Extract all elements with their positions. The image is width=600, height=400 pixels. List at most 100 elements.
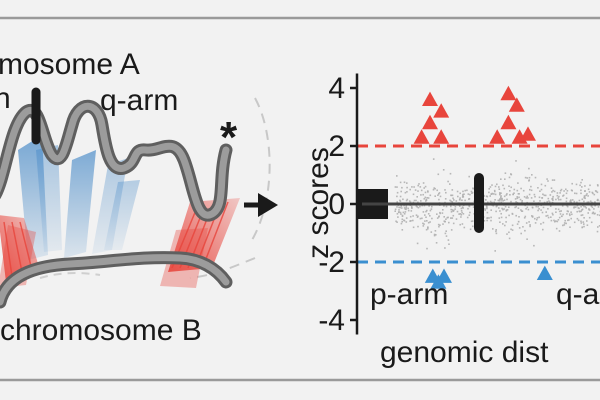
scatter-point (424, 196, 427, 199)
scatter-point (513, 188, 516, 191)
scatter-point (450, 205, 452, 208)
scatter-point (586, 224, 589, 226)
scatter-point (459, 223, 461, 226)
scatter-point (548, 200, 550, 202)
scatter-point (405, 207, 408, 209)
scatter-point (542, 206, 545, 209)
scatter-point (438, 193, 440, 195)
scatter-point (529, 224, 531, 226)
scatter-point (400, 222, 403, 225)
scatter-point (563, 224, 566, 226)
scatter-point (580, 181, 582, 184)
scatter-point (515, 214, 517, 217)
scatter-point (509, 194, 511, 196)
scatter-point (488, 188, 490, 190)
scatter-point (525, 222, 528, 224)
scatter-point (394, 210, 396, 212)
scatter-point (593, 193, 596, 196)
scatter-point (538, 196, 541, 199)
scatter-point (411, 186, 413, 188)
scatter-point (438, 198, 440, 201)
scatter-point (400, 205, 403, 207)
scatter-point (399, 181, 402, 184)
scatter-point (509, 190, 511, 192)
scatter-point (406, 182, 408, 184)
scatter-point (592, 211, 595, 214)
scatter-point (578, 210, 581, 212)
scatter-point (444, 198, 447, 200)
scatter-point (531, 215, 533, 217)
scatter-point (585, 194, 587, 197)
scatter-point (434, 195, 436, 197)
scatter-point (529, 188, 531, 191)
scatter-point (531, 216, 534, 218)
scatter-point (396, 213, 399, 215)
x-axis-label: genomic dist (380, 336, 549, 369)
scatter-point (528, 176, 531, 179)
scatter-point (566, 210, 569, 212)
scatter-point (584, 206, 587, 208)
scatter-point (533, 244, 535, 247)
scatter-point (505, 194, 508, 196)
scatter-point (550, 216, 552, 218)
scatter-point (485, 199, 487, 201)
scatter-point (557, 197, 559, 199)
scatter-point (416, 196, 418, 198)
scatter-point (558, 216, 561, 219)
scatter-point (408, 200, 411, 202)
scatter-point (405, 205, 408, 208)
scatter-point (428, 205, 430, 207)
scatter-point (553, 190, 556, 193)
scatter-point (450, 229, 453, 231)
scatter-point (486, 217, 489, 219)
scatter-point (505, 209, 508, 211)
scatter-point (406, 186, 408, 189)
scatter-point (409, 215, 412, 218)
scatter-point (453, 209, 455, 212)
scatter-point (396, 195, 398, 198)
scatter-point (409, 201, 412, 203)
scatter-point (500, 212, 502, 215)
scatter-point (590, 205, 593, 207)
scatter-point (504, 224, 506, 227)
scatter-point (460, 216, 462, 218)
scatter-point (591, 212, 594, 215)
scatter-point (574, 206, 577, 208)
scatter-point (576, 210, 578, 213)
scatter-point (462, 196, 465, 198)
scatter-point (396, 221, 398, 223)
scatter-point (450, 211, 453, 213)
scatter-point (490, 216, 492, 219)
scatter-point (544, 184, 547, 187)
gain-triangle-marker (422, 91, 438, 106)
scatter-point (401, 229, 404, 231)
scatter-point (498, 186, 500, 188)
scatter-point (558, 198, 560, 201)
scatter-point (551, 191, 553, 193)
scatter-point (499, 198, 501, 201)
scatter-point (579, 184, 581, 187)
scatter-point (398, 206, 400, 209)
scatter-point (437, 173, 440, 176)
scatter-point (567, 219, 569, 222)
scatter-point (417, 215, 419, 218)
scatter-point (500, 195, 502, 197)
scatter-point (527, 208, 530, 211)
scatter-point (451, 209, 454, 211)
scatter-point (486, 195, 489, 198)
scatter-point (420, 200, 422, 202)
scatter-point (412, 215, 414, 217)
scatter-point (563, 222, 566, 224)
scatter-point (511, 229, 514, 231)
scatter-point (423, 204, 426, 207)
scatter-point (539, 200, 541, 202)
scatter-point (534, 217, 536, 220)
scatter-point (565, 192, 568, 195)
scatter-point (546, 200, 548, 203)
scatter-point (434, 187, 436, 190)
scatter-point (493, 201, 495, 204)
scatter-point (506, 193, 508, 195)
scatter-point (439, 212, 441, 215)
scatter-point (520, 209, 522, 211)
scatter-point (512, 193, 514, 196)
